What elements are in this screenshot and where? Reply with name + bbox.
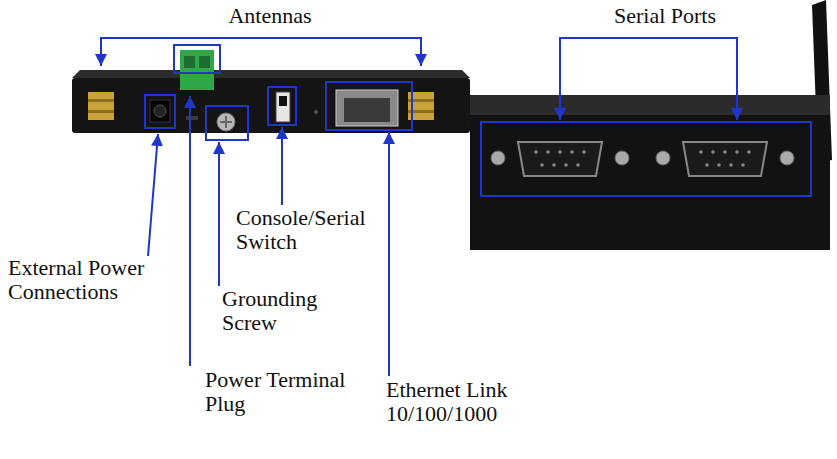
bracket-leader xyxy=(261,38,421,66)
db9-pin xyxy=(570,150,574,154)
device-top-face xyxy=(72,70,470,78)
db9-pin xyxy=(729,163,733,167)
db9-pin xyxy=(540,163,544,167)
screw-slot xyxy=(220,116,232,128)
db9-pin xyxy=(735,150,739,154)
db9-pin xyxy=(558,150,562,154)
led xyxy=(314,110,318,114)
console-switch xyxy=(276,92,290,122)
db9-screw xyxy=(491,151,505,165)
db9-pin xyxy=(723,150,727,154)
db9-connector xyxy=(683,142,767,176)
highlight-box xyxy=(268,87,296,125)
leader-line xyxy=(281,127,283,205)
db9-pin xyxy=(747,150,751,154)
device-front-panel xyxy=(72,78,470,133)
leader-line xyxy=(148,134,158,256)
terminal-slot xyxy=(199,56,210,68)
part-label: Antennas xyxy=(190,4,350,28)
power-jack xyxy=(150,100,170,122)
db9-screw xyxy=(615,151,629,165)
highlight-box xyxy=(326,82,412,130)
part-label: Serial Ports xyxy=(580,4,750,28)
device-top-edge xyxy=(470,95,830,115)
part-label: Grounding Screw xyxy=(222,287,342,335)
device-side-panel xyxy=(470,95,830,250)
db9-pin xyxy=(546,150,550,154)
db9-pin xyxy=(699,150,703,154)
ethernet-port xyxy=(336,90,398,126)
leader-line xyxy=(388,132,390,376)
db9-pin xyxy=(576,163,580,167)
db9-pin xyxy=(741,163,745,167)
grounding-screw xyxy=(217,113,235,131)
highlight-box xyxy=(174,45,220,73)
connector-ring xyxy=(88,99,114,102)
part-label: Ethernet Link 10/100/1000 xyxy=(386,378,516,426)
connector-ring xyxy=(88,110,114,113)
ethernet-opening xyxy=(344,98,390,122)
db9-pin xyxy=(534,150,538,154)
part-label: Console/Serial Switch xyxy=(236,206,381,254)
highlight-box xyxy=(481,122,811,196)
antenna-connector xyxy=(88,92,114,120)
terminal-slot xyxy=(184,56,195,68)
power-jack-hole xyxy=(154,105,166,117)
bracket-leader xyxy=(101,38,261,66)
bracket-leader xyxy=(560,38,650,120)
db9-pin xyxy=(705,163,709,167)
part-label: Power Terminal Plug xyxy=(205,368,360,416)
terminal-plug xyxy=(180,50,214,90)
db9-pin xyxy=(552,163,556,167)
switch-lever xyxy=(279,96,287,106)
db9-screw xyxy=(780,151,794,165)
db9-pin xyxy=(717,163,721,167)
db9-pin xyxy=(582,150,586,154)
leader-line xyxy=(218,142,220,286)
panel-detail xyxy=(186,116,198,120)
highlight-box xyxy=(145,95,175,128)
bracket-leader xyxy=(650,38,737,120)
db9-screw xyxy=(656,151,670,165)
part-label: External Power Connections xyxy=(8,256,158,304)
db9-connector xyxy=(518,142,602,176)
db9-pin xyxy=(711,150,715,154)
highlight-box xyxy=(206,106,248,140)
db9-pin xyxy=(564,163,568,167)
leader-line xyxy=(189,96,191,366)
